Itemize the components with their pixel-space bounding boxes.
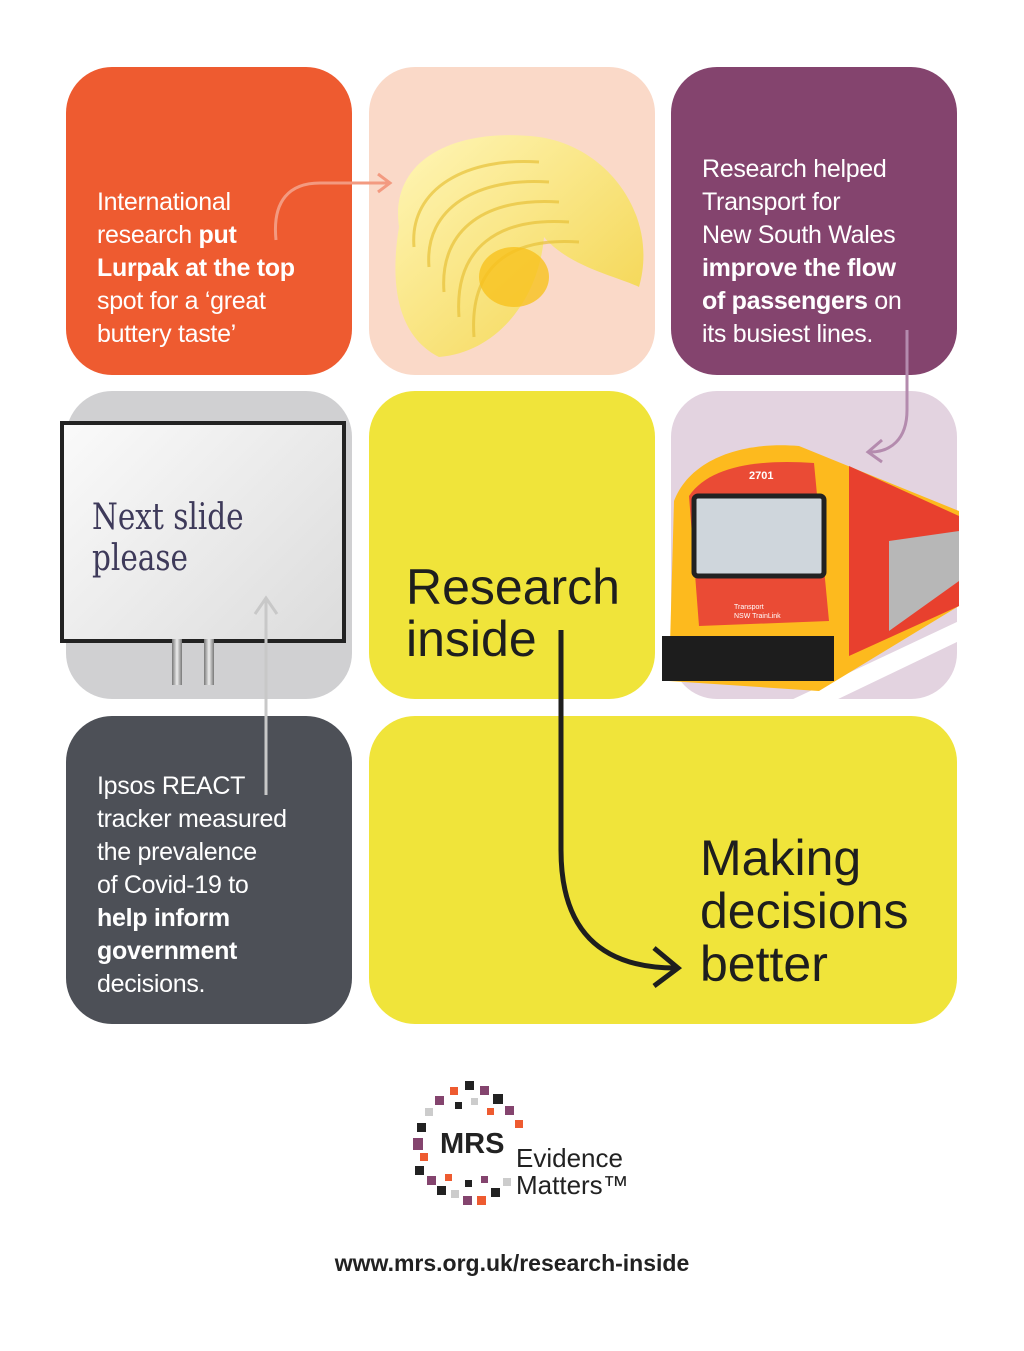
train-image: 2701 Transport NSW TrainLink xyxy=(662,445,959,701)
text-line: research put xyxy=(97,221,237,249)
text-line: Ipsos REACT xyxy=(97,772,246,800)
lurpak-text: International research put Lurpak at the… xyxy=(97,186,295,351)
train-brand: NSW TrainLink xyxy=(734,613,781,620)
text-line: spot for a ‘great xyxy=(97,287,266,315)
mrs-logo-mark xyxy=(413,1081,523,1205)
screen-card: Next slide please xyxy=(60,391,352,699)
presentation-screen: Next slide please xyxy=(60,421,346,643)
making-decisions-title: Making decisions better xyxy=(700,830,909,992)
text-line: New South Wales xyxy=(702,221,896,249)
text-line: Research helped xyxy=(702,155,887,183)
lurpak-card: International research put Lurpak at the… xyxy=(66,67,352,375)
ipsos-card: Ipsos REACT tracker measured the prevale… xyxy=(66,716,352,1024)
research-inside-title: Research inside xyxy=(406,559,620,667)
text-line: Transport for xyxy=(702,188,841,216)
transport-text: Research helped Transport for New South … xyxy=(702,153,902,351)
text-line: the prevalence xyxy=(97,838,257,866)
text-line: help inform xyxy=(97,904,230,932)
text-line: Lurpak at the top xyxy=(97,254,295,282)
text-line: government xyxy=(97,937,238,965)
butter-image-card xyxy=(369,67,655,375)
text-line: tracker measured xyxy=(97,805,287,833)
website-link[interactable]: www.mrs.org.uk/research-inside xyxy=(334,1250,690,1276)
text-line: decisions. xyxy=(97,970,206,998)
ipsos-text: Ipsos REACT tracker measured the prevale… xyxy=(97,770,287,1001)
screen-stand-leg xyxy=(204,639,214,685)
train-image-card: 2701 Transport NSW TrainLink xyxy=(662,391,959,701)
text-line: buttery taste’ xyxy=(97,320,236,348)
train-brand: Transport xyxy=(734,604,764,611)
logo-mrs: MRS xyxy=(440,1128,505,1160)
butter-curl-image xyxy=(395,135,644,357)
research-inside-card: Research inside xyxy=(369,391,655,699)
screen-stand-leg xyxy=(172,639,182,685)
text-line: improve the flow xyxy=(702,254,896,282)
text-line: its busiest lines. xyxy=(702,320,874,348)
transport-card: Research helped Transport for New South … xyxy=(671,67,957,375)
logo-evidence: Evidence xyxy=(516,1143,623,1173)
making-decisions-card: Making decisions better xyxy=(369,716,957,1024)
text-line: of passengers on xyxy=(702,287,902,315)
screen-text: Next slide please xyxy=(92,497,244,579)
text-line: of Covid-19 to xyxy=(97,871,249,899)
train-number: 2701 xyxy=(749,470,773,482)
text-line: International xyxy=(97,188,231,216)
logo-matters: Matters™ xyxy=(516,1170,629,1200)
